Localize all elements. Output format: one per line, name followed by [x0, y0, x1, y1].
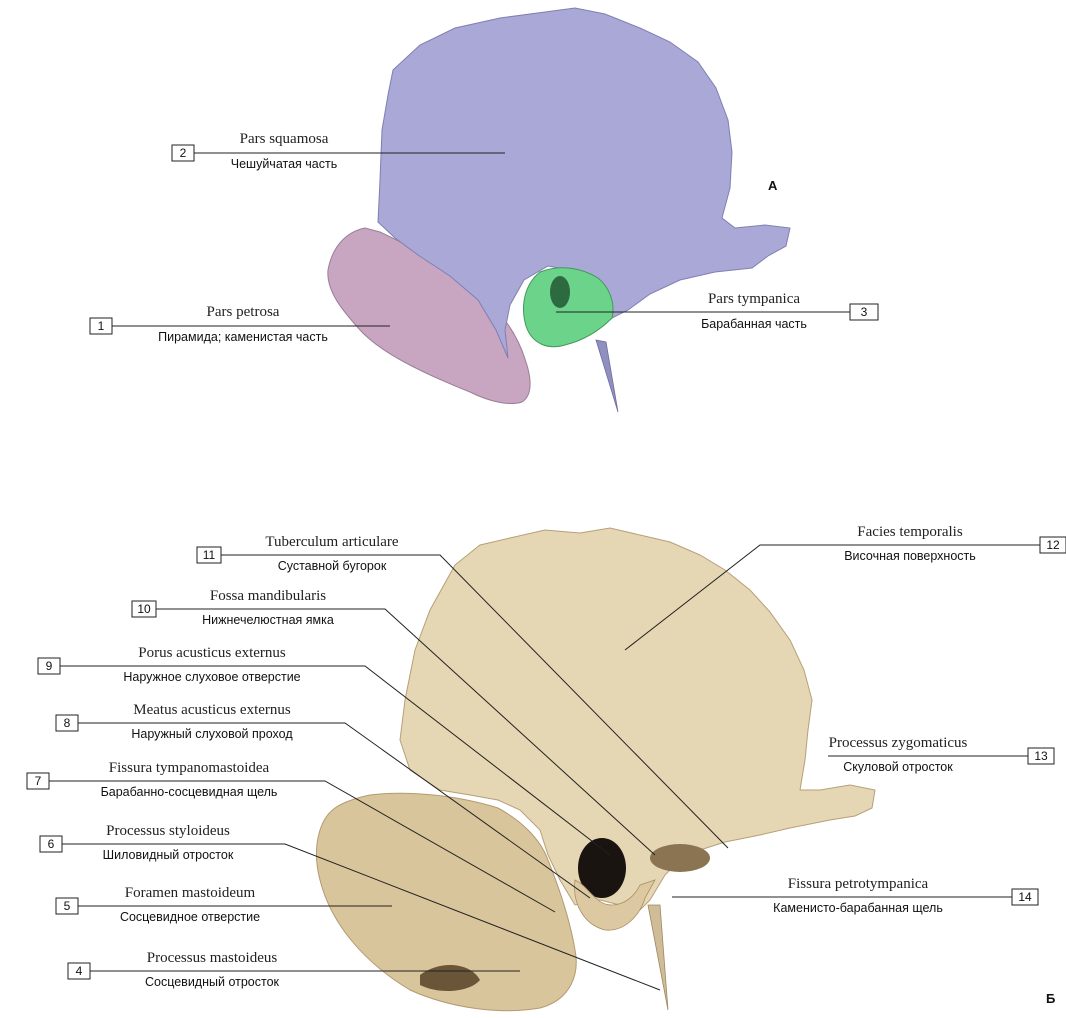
russian-label: Височная поверхность [844, 549, 976, 563]
russian-label: Шиловидный отросток [103, 848, 234, 862]
russian-label: Наружный слуховой проход [131, 727, 293, 741]
latin-label: Processus zygomaticus [829, 735, 968, 751]
label-number: 4 [76, 964, 83, 978]
label-number: 10 [137, 602, 151, 616]
latin-label: Processus styloideus [106, 823, 230, 839]
panel-letter-a: А [768, 178, 778, 193]
label-number: 3 [861, 305, 868, 319]
acoustic-opening-shape [550, 276, 570, 308]
label-number: 2 [180, 146, 187, 160]
label-number: 1 [98, 319, 105, 333]
russian-label: Барабанно-сосцевидная щель [101, 785, 278, 799]
label-number: 5 [64, 899, 71, 913]
latin-label: Porus acusticus externus [138, 645, 286, 661]
russian-label: Пирамида; каменистая часть [158, 330, 328, 344]
panel-b: 11 Tuberculum articulare Суставной бугор… [27, 524, 1066, 1011]
panel-letter-b: Б [1046, 991, 1055, 1006]
label-number: 14 [1018, 890, 1032, 904]
russian-label: Суставной бугорок [278, 559, 387, 573]
label-number: 13 [1034, 749, 1048, 763]
label-number: 8 [64, 716, 71, 730]
label-number: 9 [46, 659, 53, 673]
label-number: 6 [48, 837, 55, 851]
latin-label: Fissura petrotympanica [788, 876, 929, 892]
styloid-process-a-shape [596, 340, 618, 412]
label-number: 12 [1046, 538, 1060, 552]
latin-label: Pars petrosa [207, 304, 280, 320]
styloid-process-b-shape [648, 905, 668, 1010]
latin-label: Meatus acusticus externus [133, 702, 291, 718]
latin-label: Fissura tympanomastoidea [109, 760, 270, 776]
tympanic-part-shape [524, 268, 614, 347]
label-number: 7 [35, 774, 42, 788]
russian-label: Барабанная часть [701, 317, 807, 331]
russian-label: Сосцевидный отросток [145, 975, 280, 989]
russian-label: Нижнечелюстная ямка [202, 613, 334, 627]
latin-label: Processus mastoideus [147, 950, 278, 966]
mandibular-fossa-shape [650, 844, 710, 872]
russian-label: Скуловой отросток [843, 760, 953, 774]
russian-label: Наружное слуховое отверстие [123, 670, 300, 684]
latin-label: Foramen mastoideum [125, 885, 256, 901]
russian-label: Каменисто-барабанная щель [773, 901, 943, 915]
russian-label: Сосцевидное отверстие [120, 910, 260, 924]
latin-label: Facies temporalis [857, 524, 963, 540]
latin-label: Pars squamosa [240, 131, 329, 147]
russian-label: Чешуйчатая часть [231, 157, 337, 171]
panel-a: 2 Pars squamosa Чешуйчатая часть 1 Pars … [90, 8, 878, 412]
latin-label: Pars tympanica [708, 291, 800, 307]
label-number: 11 [203, 548, 216, 562]
latin-label: Tuberculum articulare [265, 534, 398, 550]
latin-label: Fossa mandibularis [210, 588, 326, 604]
